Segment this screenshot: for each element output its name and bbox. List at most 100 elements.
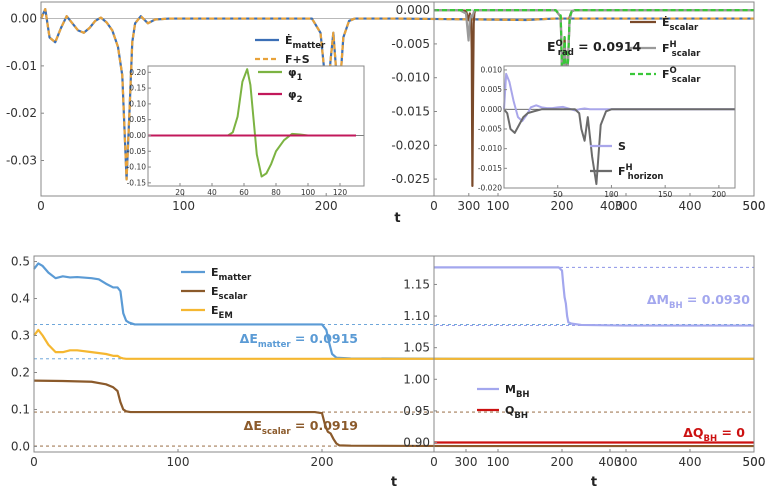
- annotation-value: = 0: [717, 425, 745, 440]
- axis-ytick-label: 0.00: [10, 12, 37, 26]
- axis-xtick-label: 500: [743, 199, 766, 213]
- inset-axis-frame: [147, 65, 365, 187]
- inset-axis-xtick-label: 120: [333, 188, 348, 197]
- axis-xtick-label: 500: [743, 455, 766, 469]
- legend-label-main: F+S: [285, 53, 310, 66]
- axis-xtick-label: 100: [172, 199, 195, 213]
- legend-label-main: φ: [288, 66, 297, 79]
- inset-axis-xtick-label: 20: [175, 188, 185, 197]
- legend-label-main: E: [211, 304, 219, 317]
- annotation-value: = 0.0915: [291, 331, 358, 346]
- legend-label-main: M: [505, 383, 516, 396]
- axis-ytick-label: 0.4: [11, 292, 30, 306]
- axis-ytick-label: 0.5: [11, 255, 30, 269]
- legend-label-main: F: [618, 165, 626, 178]
- legend-label-sub: BH: [516, 390, 530, 400]
- legend-label-sub: 2: [297, 95, 303, 105]
- legend-label-main: Ė: [662, 15, 670, 29]
- inset-axis-xtick-label: 60: [239, 188, 249, 197]
- axis-xtick-label: 500: [743, 199, 766, 213]
- inset-axis-ytick-label: 0.15: [129, 84, 146, 93]
- inset-axis-ytick-label: 0.005: [481, 85, 503, 94]
- legend-label: Ėmatter: [285, 33, 326, 51]
- legend-label-main: E: [211, 266, 219, 279]
- annotation: ΔMBH = 0.0930: [647, 292, 750, 311]
- axis-ytick-label: 0.0: [11, 439, 30, 453]
- legend-label: Ematter: [211, 266, 252, 283]
- inset-background: [504, 66, 735, 188]
- inset-background: [148, 66, 364, 186]
- axis-xtick-label: 300: [615, 199, 638, 213]
- axis-ytick-label: 1.05: [403, 341, 430, 355]
- legend-label: QBH: [505, 404, 528, 421]
- inset-axis-xtick-label: 200: [712, 190, 727, 199]
- inset-axis-frame: [503, 65, 736, 189]
- annotation-sub: BH: [669, 301, 683, 311]
- legend-label-main: φ: [288, 88, 297, 101]
- inset-axis-xtick-label: 100: [604, 190, 619, 199]
- inset-axis-xtick-label: 80: [271, 188, 281, 197]
- series-line: [434, 266, 754, 327]
- inset-axis-ytick-label: 0.05: [129, 115, 146, 124]
- legend-label-sub: scalar: [219, 292, 248, 302]
- annotation-value: = 0.0919: [291, 418, 358, 433]
- annotation-sub: BH: [704, 434, 718, 444]
- axis-xtick-label: 0: [37, 199, 45, 213]
- inset-axis-ytick-label: -0.020: [478, 184, 502, 193]
- legend-label: F+S: [285, 53, 310, 66]
- legend-label-main: S: [618, 140, 626, 153]
- axis-xtick-label: 200: [315, 199, 338, 213]
- inset-axis-ytick-label: -0.05: [127, 147, 147, 156]
- inset-axis-ytick-label: 0.20: [129, 68, 146, 77]
- inset-axis-ytick-label: -0.005: [478, 124, 502, 133]
- x-axis-label: t: [391, 475, 397, 490]
- axis-ytick-label: -0.025: [391, 172, 430, 186]
- axis-ytick-label: -0.02: [6, 106, 37, 120]
- legend-label-main: F: [662, 68, 670, 81]
- inset-axis-ytick-label: 0.010: [481, 65, 503, 74]
- inset-axis-ytick-label: 0.000: [481, 105, 503, 114]
- series-line: [33, 262, 754, 360]
- axis-xtick-label: 100: [487, 199, 510, 213]
- axis-ytick-label: -0.03: [6, 154, 37, 168]
- legend-label-sub: scalar: [672, 49, 701, 59]
- annotation-main: ΔM: [647, 292, 669, 307]
- series-line: [39, 8, 754, 181]
- axis-ytick-label: 1.10: [403, 309, 430, 323]
- annotation-value: = 0.0930: [683, 292, 751, 307]
- inset-axis-xtick-label: 100: [301, 188, 316, 197]
- axis-xtick-label: 100: [167, 455, 190, 469]
- legend-label: φ1: [288, 66, 303, 83]
- legend-label-main: E: [211, 285, 219, 298]
- axis-ytick-label: -0.020: [391, 138, 430, 152]
- inset-axis-ytick-label: 0.00: [129, 131, 146, 140]
- inset-axis-xtick-label: 50: [553, 190, 563, 199]
- legend-label-sup: H: [670, 40, 677, 50]
- axis-frame: [433, 255, 755, 453]
- annotation-main: ΔQ: [683, 425, 703, 440]
- annotation-sub: matter: [258, 340, 291, 350]
- axis-xtick-label: 0: [430, 455, 438, 469]
- series-line: [33, 379, 754, 448]
- inset-axis-ytick-label: -0.010: [478, 144, 502, 153]
- axis-ytick-label: -0.005: [391, 37, 430, 51]
- annotation: ΔQBH = 0: [683, 425, 745, 444]
- axis-ytick-label: 0.000: [396, 3, 430, 17]
- annotation-value: = 0.0914: [574, 39, 642, 54]
- axis-ytick-label: -0.01: [6, 59, 37, 73]
- axis-xtick-label: 200: [311, 455, 334, 469]
- axis-ytick-label: 0.90: [403, 436, 430, 450]
- inset-series-line: [503, 72, 735, 123]
- legend-label-sup: O: [670, 66, 677, 76]
- axis-xtick-label: 400: [679, 455, 702, 469]
- axis-xtick-label: 0: [430, 199, 438, 213]
- axis-frame: [433, 1, 755, 197]
